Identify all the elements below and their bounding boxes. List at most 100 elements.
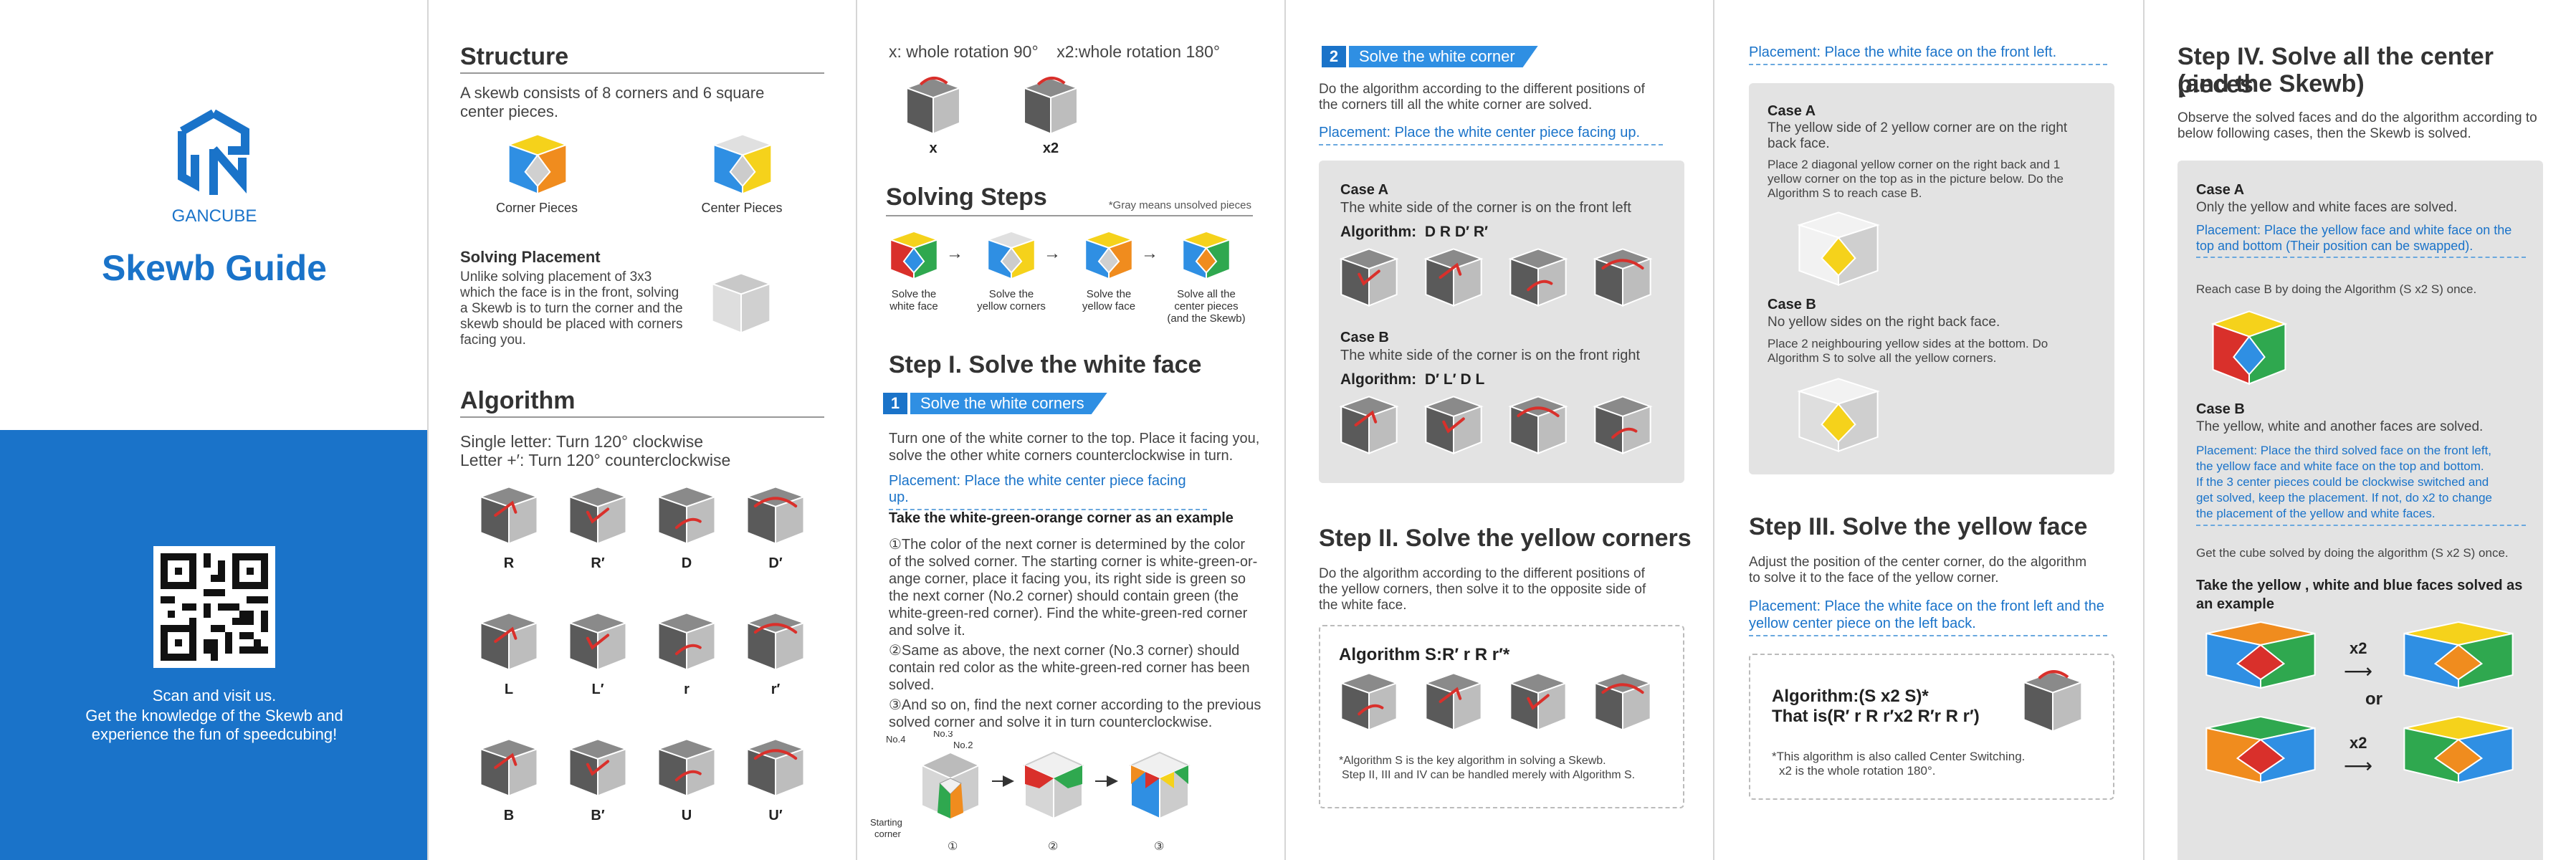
line: Placement: Place the yellow face and whi… (2196, 223, 2512, 237)
line: top and bottom (Their position can be sw… (2196, 239, 2474, 253)
alg-cube-icon (1423, 248, 1484, 307)
gancube-logo-icon (178, 109, 249, 195)
algorithm-s-box: Algorithm S:R′ r R r′* *Algorithm S is t… (1319, 625, 1684, 808)
move-cube-icon (656, 486, 717, 545)
alg-cube-icon (1339, 672, 1399, 732)
center-switch-cube-icon (2021, 670, 2084, 732)
line: Place 2 neighbouring yellow sides at the… (1768, 337, 2048, 350)
move-label: r (684, 682, 690, 697)
caseA-algorithm: Algorithm: D R D′ R′ (1340, 224, 1489, 240)
y-caseA-figure (1792, 209, 1885, 292)
cases-box: Case A The white side of the corner is o… (1319, 161, 1684, 483)
step-3-cube-icon (1083, 230, 1135, 280)
diag-no3: No.3 (933, 731, 953, 739)
center-cases-box: Case A Only the yellow and white faces a… (2177, 161, 2543, 860)
line: Placement: Place the third solved face o… (2196, 444, 2492, 457)
move-cube-icon (745, 738, 806, 798)
move-cube-icon (567, 738, 629, 798)
move-label: R (503, 555, 515, 571)
tag-white-corners: 1 Solve the white corners (883, 393, 1107, 414)
structure-text-2: center pieces. (460, 102, 558, 120)
move-label: R′ (591, 555, 605, 571)
corner-order-diagram: No.4 No.3 No.2 Starting corner ① ② ③ (870, 731, 1191, 853)
alg-cube-icon (1423, 672, 1484, 732)
line: Do the algorithm according to the differ… (1319, 82, 1645, 97)
step-4-title-1: Step IV. Solve all the center pieces (2177, 43, 2494, 98)
line: the placement of the yellow and white fa… (2196, 507, 2436, 520)
diag-start-1: Starting (870, 817, 902, 828)
y-caseA-text: The yellow side of 2 yellow corner are o… (1768, 120, 2067, 152)
line: the next corner (No.2 corner) should con… (889, 588, 1239, 604)
alg-cube-icon (1423, 396, 1484, 455)
alg-cube-icon (1339, 396, 1399, 455)
rotation-x-cube-icon (905, 76, 962, 135)
panel-structure: Structure A skewb consists of 8 corners … (429, 0, 857, 860)
rotation-x2-cube-icon (1022, 76, 1079, 135)
move-3: D (651, 484, 722, 572)
step1b-intro: Do the algorithm according to the differ… (1319, 82, 1645, 113)
line: yellow center piece on the left back. (1749, 616, 1976, 631)
center-pieces-cube-icon (711, 133, 774, 195)
alg-cube-icon (1593, 672, 1653, 732)
line: solved corner and solve it in turn count… (889, 715, 1213, 730)
placement-line: Unlike solving placement of 3x3 (460, 269, 652, 285)
c-caseB-get: Get the cube solved by doing the algorit… (2196, 546, 2509, 560)
tag-number: 2 (1322, 46, 1346, 67)
step3-text: Adjust the position of the center corner… (1749, 555, 2086, 586)
brand-name: GANCUBE (171, 206, 257, 226)
line: and solve it. (889, 623, 965, 639)
line: white face (889, 300, 938, 312)
alg-rule-2: Letter +′: Turn 120° counterclockwise (460, 451, 731, 469)
diagram-cube-1 (920, 751, 981, 820)
example-title: Take the yellow , white and blue faces s… (2196, 576, 2522, 613)
c-caseA-text: Only the yellow and white faces are solv… (2196, 200, 2458, 215)
line: contain red color as the white-green-red… (889, 660, 1250, 676)
alg-cube-icon (1339, 248, 1399, 307)
alg-cube-icon (1508, 248, 1568, 307)
caseB-text: The white side of the corner is on the f… (1340, 348, 1640, 363)
guide-title: Skewb Guide (102, 248, 327, 288)
move-label: B′ (591, 808, 605, 823)
rotation-x-figure (902, 76, 965, 140)
move-cube-icon (656, 612, 717, 672)
center-switch-box: Algorithm:(S x2 S)* That is(R′ r R r′x2 … (1749, 654, 2114, 800)
example-paragraph-3: ③And so on, find the next corner accordi… (889, 697, 1261, 731)
x2-label: x2 (2350, 639, 2367, 657)
move-1: R (473, 484, 545, 572)
panel-step-1: x: whole rotation 90° x2:whole rotation … (857, 0, 1286, 860)
example-row-2: x2 ⟶ (2196, 714, 2533, 793)
line: solve the other white corners counterclo… (889, 448, 1234, 464)
move-4: D′ (740, 484, 811, 572)
move-cube-icon (567, 612, 629, 672)
line: *Algorithm S is the key algorithm in sol… (1339, 755, 1606, 767)
qr-code[interactable] (153, 546, 275, 668)
move-cube-icon (745, 612, 806, 672)
line: Turn one of the white corner to the top.… (889, 431, 1260, 446)
caseB-algorithm: Algorithm: D′ L′ D L (1340, 371, 1485, 388)
move-10: B′ (562, 737, 634, 824)
step-2-cube-icon (986, 230, 1037, 280)
placement-line: skewb should be placed with corners (460, 317, 683, 332)
tag-white-corner: 2 Solve the white corner (1322, 46, 1538, 67)
placement-title: Solving Placement (460, 248, 601, 266)
tag-text: Solve the white corners (910, 393, 1107, 414)
solving-steps-note: *Gray means unsolved pieces (1108, 199, 1251, 211)
x2-label: x2 (2350, 734, 2367, 752)
center-pieces-label: Center Pieces (701, 201, 783, 215)
diag-c3: ③ (1154, 841, 1164, 853)
panel-cover: GANCUBE Skewb Guide Scan and visit us. G… (0, 0, 429, 860)
move-label: L′ (591, 682, 604, 697)
rotation-x2-label: x2 (1042, 140, 1059, 156)
move-label: D (681, 555, 692, 571)
line: Place 2 diagonal yellow corner on the ri… (1768, 158, 2061, 171)
line: The yellow side of 2 yellow corner are o… (1768, 120, 2068, 135)
line: Take the yellow , white and blue faces s… (2196, 578, 2523, 593)
c-caseB-text: The yellow, white and another faces are … (2196, 419, 2484, 434)
line: an example (2196, 596, 2274, 612)
y-caseA-cube-icon (1797, 211, 1880, 287)
solving-steps-title: Solving Steps (886, 183, 1047, 211)
diag-no4: No.4 (886, 734, 905, 745)
move-9: B (473, 737, 545, 824)
